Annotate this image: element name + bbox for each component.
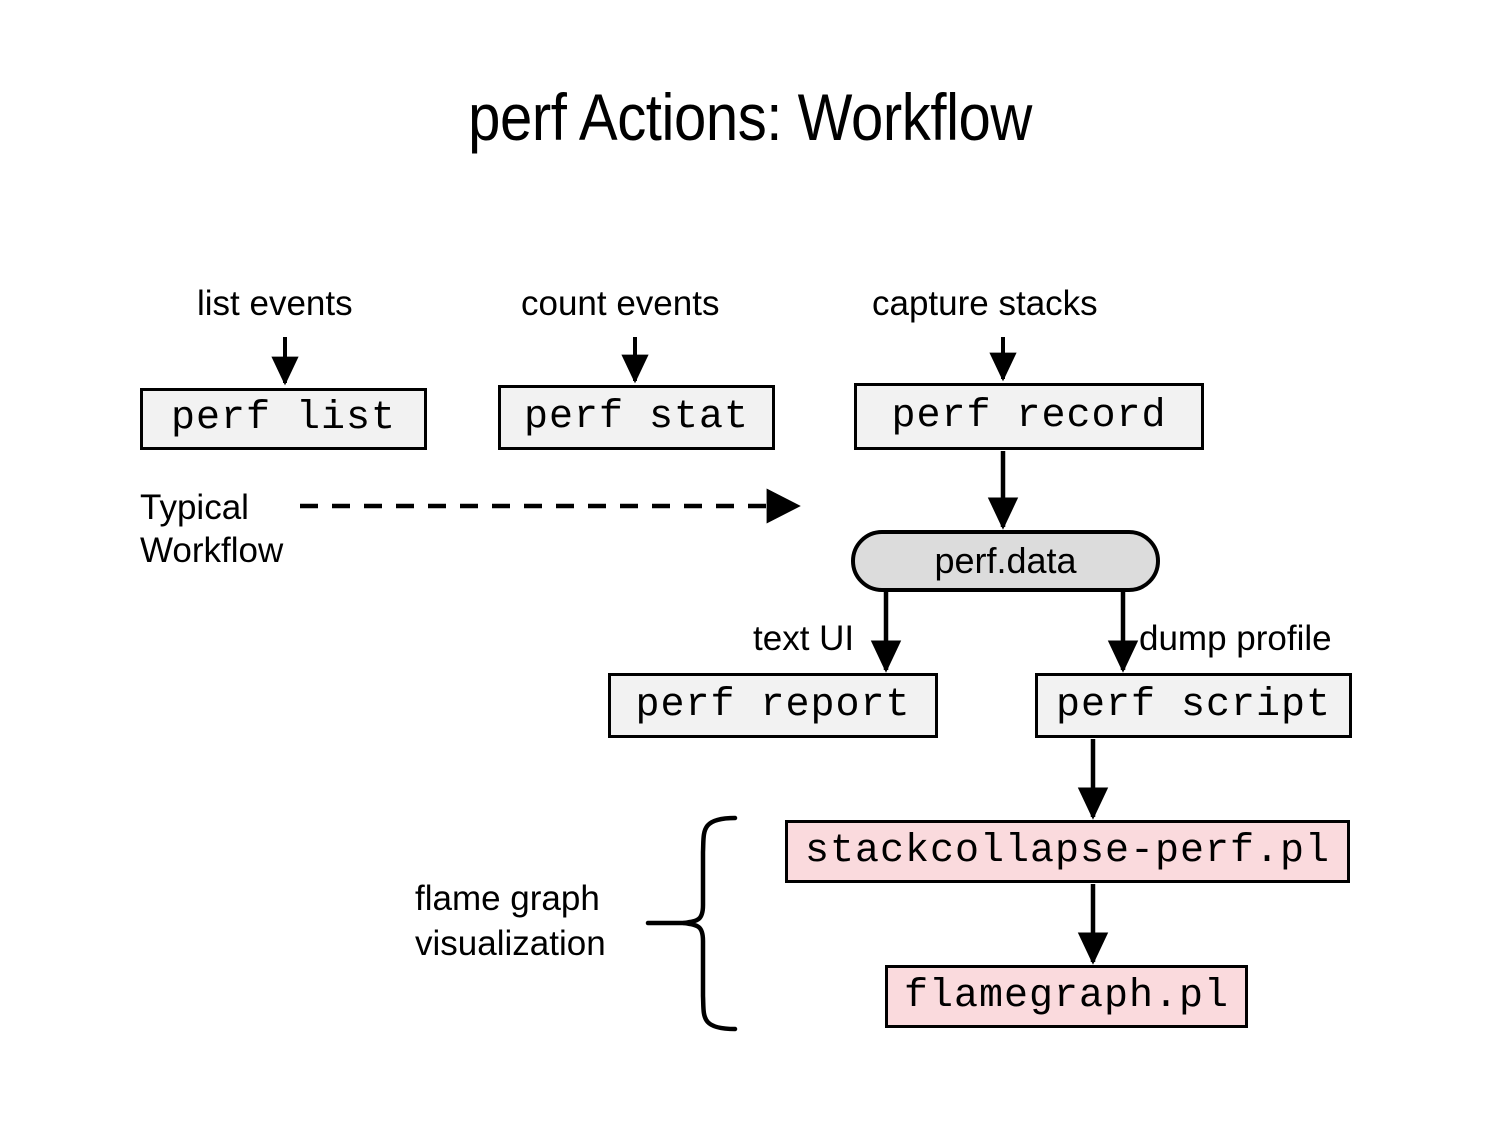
node-perf-data[interactable]: perf.data	[851, 530, 1160, 592]
page-title: perf Actions: Workflow	[468, 80, 1032, 154]
node-perf-list[interactable]: perf list	[140, 388, 427, 450]
node-perf-stat[interactable]: perf stat	[498, 385, 775, 450]
label-flame-graph-line1: flame graph	[415, 879, 600, 918]
node-perf-script[interactable]: perf script	[1035, 673, 1352, 738]
label-typical-workflow-line2: Workflow	[140, 531, 284, 570]
node-stackcollapse-perf-pl[interactable]: stackcollapse-perf.pl	[785, 820, 1350, 883]
label-capture-stacks: capture stacks	[872, 284, 1098, 323]
label-text-ui: text UI	[753, 619, 855, 658]
node-perf-record[interactable]: perf record	[854, 383, 1204, 450]
node-flamegraph-pl[interactable]: flamegraph.pl	[885, 965, 1248, 1028]
label-typical-workflow-line1: Typical	[140, 488, 249, 527]
flame-graph-brace	[681, 815, 738, 1032]
label-count-events: count events	[521, 284, 720, 323]
label-flame-graph-line2: visualization	[415, 924, 606, 963]
label-list-events: list events	[197, 284, 353, 323]
label-dump-profile: dump profile	[1139, 619, 1332, 658]
node-perf-report[interactable]: perf report	[608, 673, 938, 738]
